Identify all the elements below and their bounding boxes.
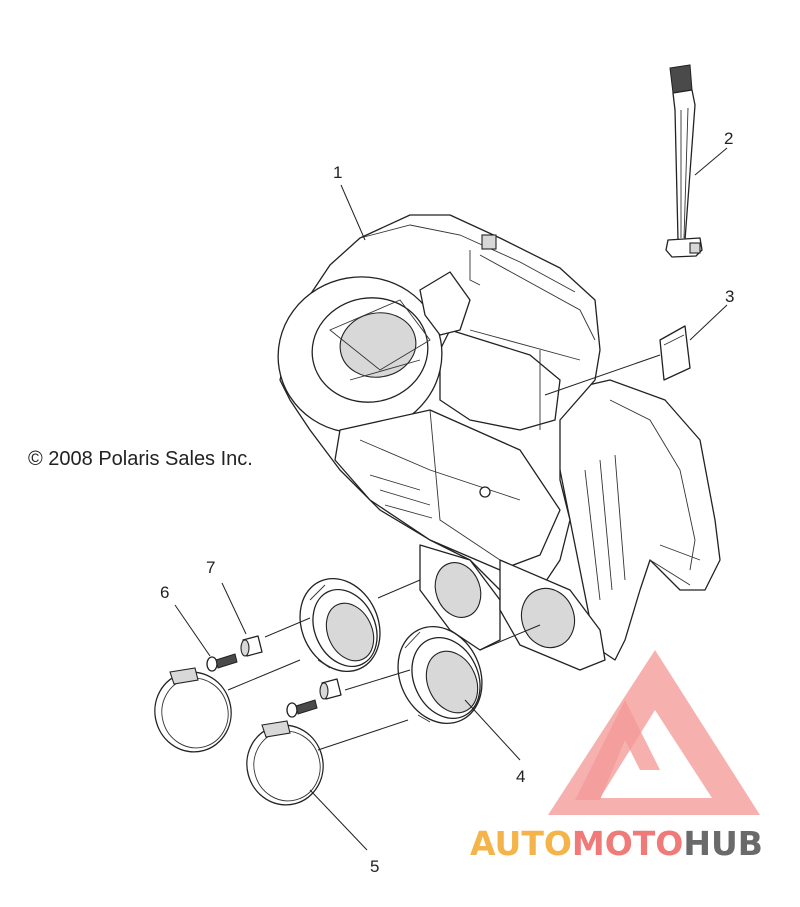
air-box-housing (277, 214, 721, 671)
callout-7: 7 (206, 558, 215, 577)
callout-5: 5 (370, 857, 379, 876)
copyright-notice: © 2008 Polaris Sales Inc. (28, 448, 253, 470)
watermark-auto: AUTO (470, 824, 572, 863)
warning-decal (659, 325, 691, 381)
outlet-boot-lower (397, 625, 483, 725)
callout-6: 6 (160, 583, 169, 602)
spacer-lower (319, 678, 342, 700)
watermark-hub: HUB (683, 824, 763, 863)
leader-lines (174, 147, 728, 851)
outlet-boot-upper (299, 577, 381, 673)
watermark-text: AUTOMOTOHUB (470, 824, 763, 863)
watermark-moto: MOTO (571, 824, 684, 863)
watermark-logo-icon (548, 650, 760, 815)
callout-3: 3 (725, 287, 734, 306)
callout-1: 1 (333, 163, 342, 182)
callout-4: 4 (516, 767, 525, 786)
retaining-strap (665, 64, 703, 258)
spacer-upper (240, 635, 263, 657)
screw-upper (206, 653, 238, 672)
hose-clamp-lower (246, 720, 324, 806)
hose-clamp-upper (154, 667, 232, 753)
screw-lower (286, 699, 318, 718)
callout-2: 2 (724, 129, 733, 148)
